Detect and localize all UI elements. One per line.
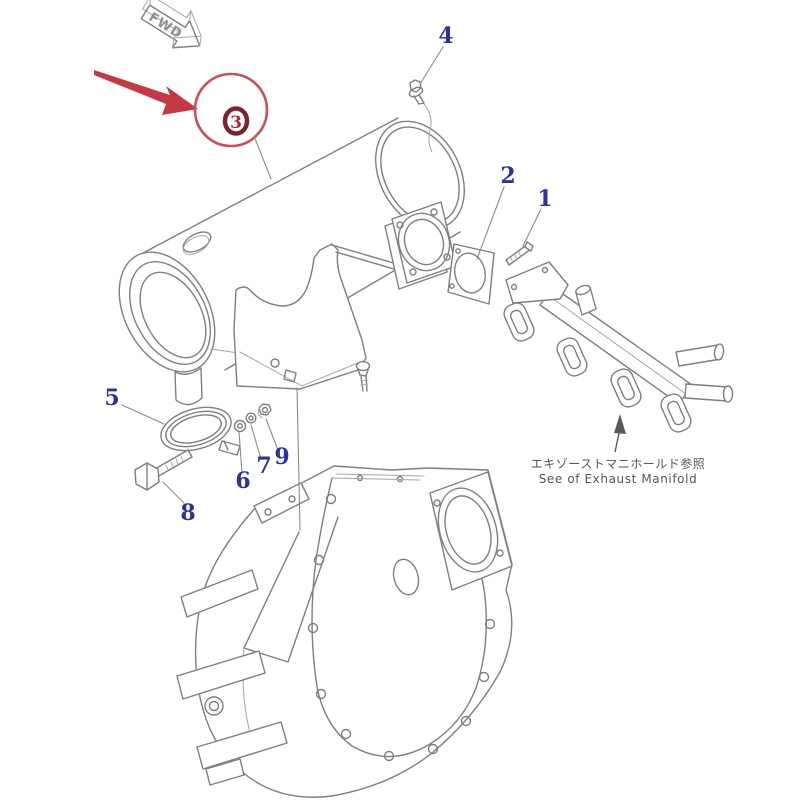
washer6-drawing	[233, 419, 247, 433]
bracket-bolt-drawing	[355, 360, 371, 392]
bolt8-drawing	[134, 449, 193, 491]
callout-5: 5	[104, 385, 120, 411]
muffler-drawing	[118, 117, 466, 406]
outlet-flange-drawing	[384, 201, 457, 290]
reference-note-english: See of Exhaust Manifold	[538, 472, 698, 486]
callout-7: 7	[256, 453, 272, 479]
callout-6: 6	[235, 468, 251, 494]
fwd-arrow-icon: FWD	[140, 0, 202, 49]
callout-1: 1	[537, 186, 553, 212]
red-highlight-circle	[193, 72, 272, 180]
callout-3-badge: 3	[222, 106, 250, 136]
exhaust-manifold-reference-note: エキゾーストマニホールド参照 See of Exhaust Manifold	[518, 455, 718, 486]
leader-lines	[121, 46, 542, 531]
bolt4-drawing	[408, 79, 433, 153]
flywheel-housing-drawing	[176, 465, 513, 798]
red-highlight-arrow-icon	[94, 70, 198, 115]
clamp-drawing	[160, 406, 241, 456]
exhaust-manifold-drawing	[503, 261, 734, 453]
callout-8: 8	[180, 500, 196, 526]
stud-drawing	[505, 241, 534, 266]
reference-note-japanese: エキゾーストマニホールド参照	[530, 457, 706, 471]
manifold-pointer-arrow-icon	[614, 414, 626, 453]
gasket-drawing	[447, 243, 495, 305]
callout-2: 2	[500, 163, 516, 189]
callout-4: 4	[438, 23, 454, 49]
muffler-bracket-drawing	[233, 243, 408, 392]
callout-9: 9	[274, 444, 290, 470]
washer7-drawing	[245, 412, 257, 424]
nut9-drawing	[257, 403, 272, 419]
callout-3: 3	[230, 113, 242, 133]
